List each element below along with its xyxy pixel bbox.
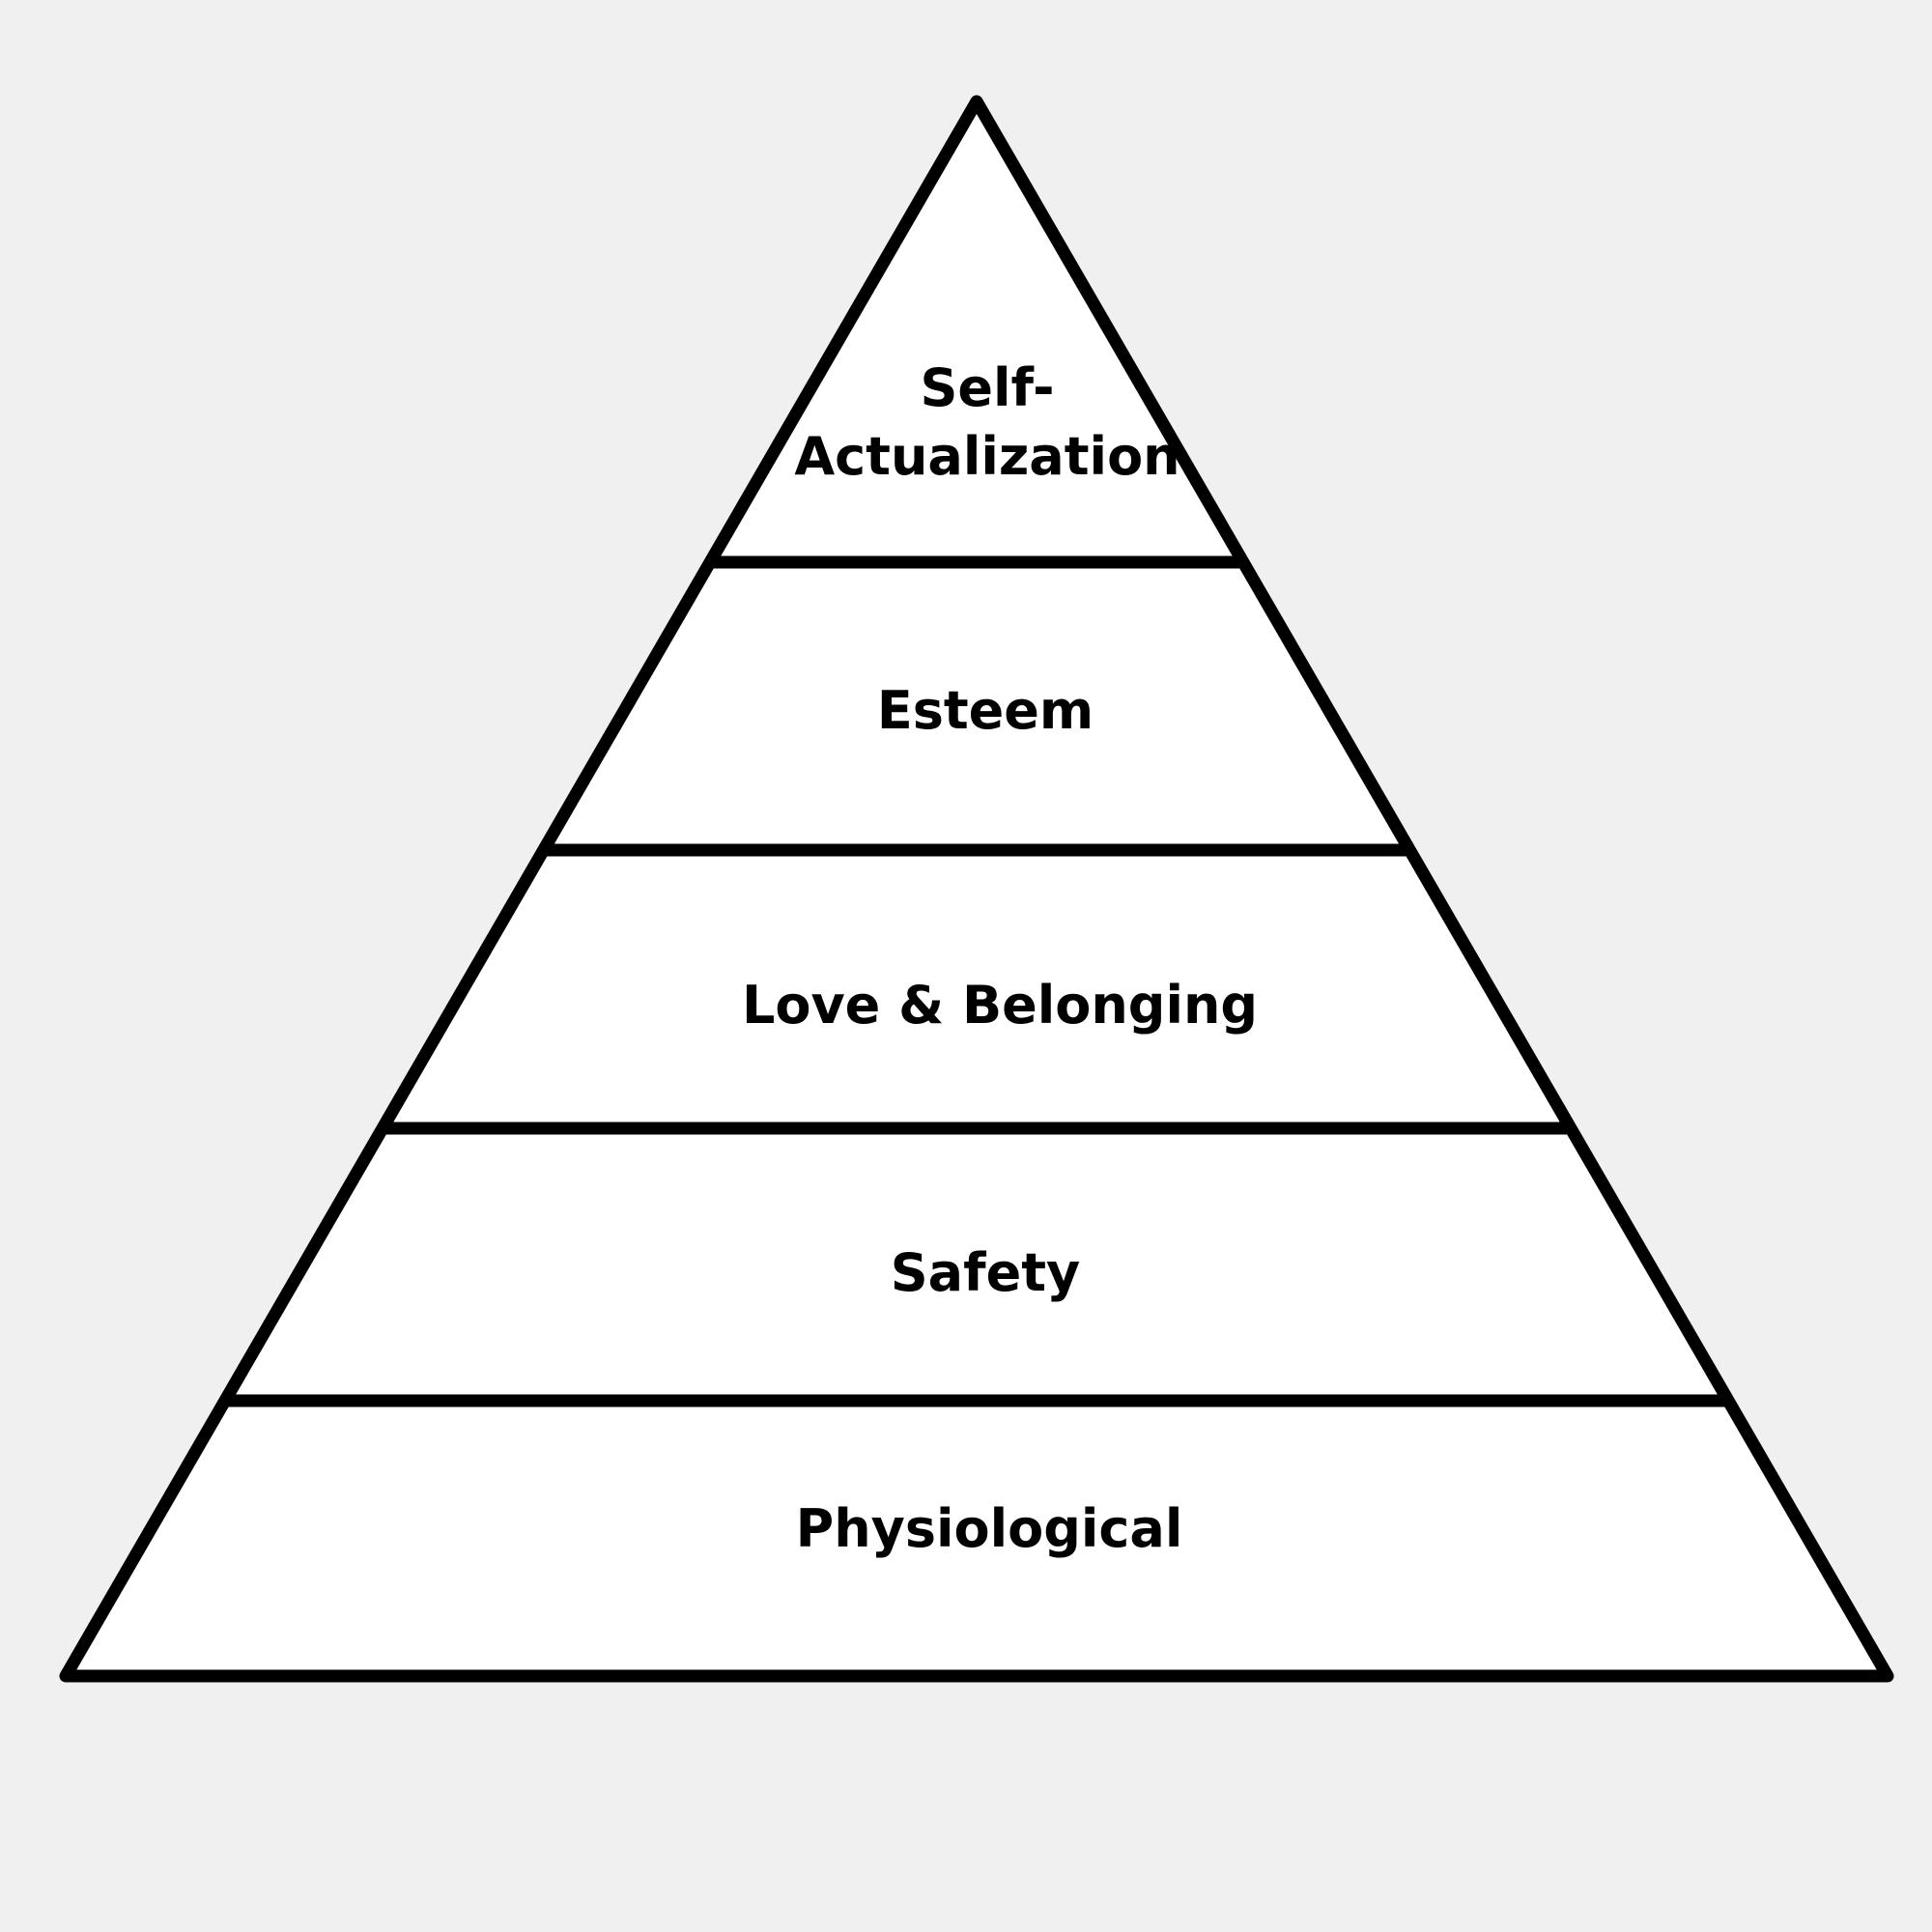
level-label-physiological: Physiological [796, 1498, 1183, 1559]
level-label-safety: Safety [891, 1242, 1080, 1303]
level-label-self-actualization-line2: Actualization [794, 426, 1179, 487]
level-label-love-belonging: Love & Belonging [742, 975, 1258, 1036]
level-label-self-actualization-line1: Self- [921, 357, 1055, 418]
pyramid-outline [59, 95, 1894, 1683]
level-label-esteem: Esteem [877, 680, 1094, 741]
